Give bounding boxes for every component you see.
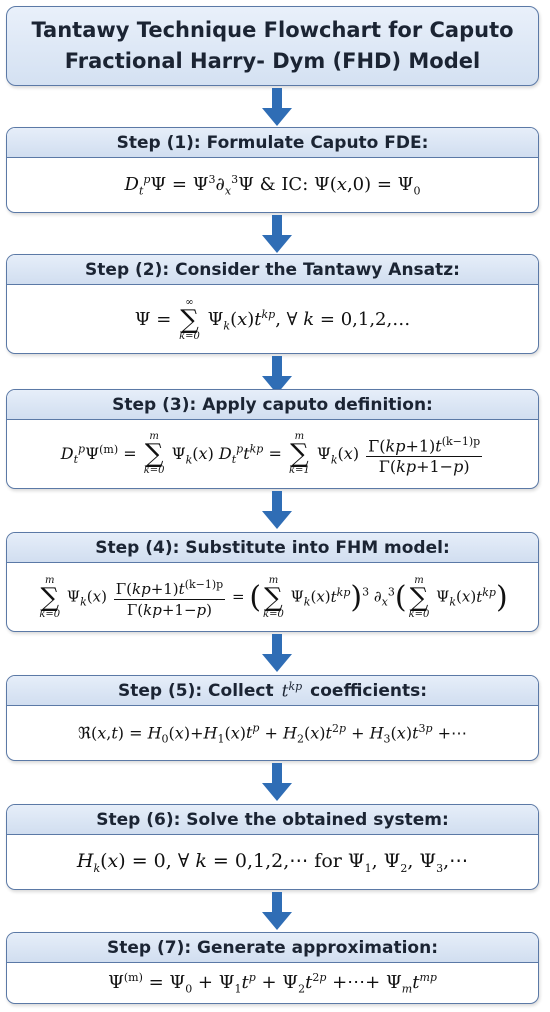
step-5-box: Step (5): Collect tkp coefficients: ℜ(x,… (6, 675, 539, 761)
arrow-down-icon (262, 356, 292, 394)
step-3-box: Step (3): Apply caputo definition: DtpΨ(… (6, 389, 539, 489)
arrow-down-icon (262, 763, 292, 801)
arrow-down-icon (262, 215, 292, 253)
step-6-equation: Hk(x) = 0, ∀ k = 0,1,2,⋯ for Ψ1, Ψ2, Ψ3,… (76, 850, 469, 875)
arrow-down-icon (262, 892, 292, 930)
step-2-header: Step (2): Consider the Tantawy Ansatz: (7, 255, 538, 285)
step-4-header: Step (4): Substitute into FHM model: (7, 533, 538, 563)
step-2-box: Step (2): Consider the Tantawy Ansatz: Ψ… (6, 254, 539, 354)
step-3-header: Step (3): Apply caputo definition: (7, 390, 538, 420)
title-line-1: Tantawy Technique Flowchart for Caputo (31, 18, 514, 42)
step-1-box: Step (1): Formulate Caputo FDE: DtpΨ = Ψ… (6, 127, 539, 213)
step-2-equation: Ψ = ∞∑k=0 Ψk(x)tkp, ∀ k = 0,1,2,… (134, 296, 411, 342)
step-7-equation: Ψ(m) = Ψ0 + Ψ1tp + Ψ2t2p +⋯+ Ψmtmp (108, 971, 437, 996)
step-1-header: Step (1): Formulate Caputo FDE: (7, 128, 538, 158)
step-7-box: Step (7): Generate approximation: Ψ(m) =… (6, 932, 539, 1004)
arrow-down-icon (262, 491, 292, 529)
step-5-equation: ℜ(x,t) = H0(x)+H1(x)tp + H2(x)t2p + H3(x… (77, 721, 468, 746)
step-6-box: Step (6): Solve the obtained system: Hk(… (6, 804, 539, 890)
step-3-equation: DtpΨ(m) = m∑k=0 Ψk(x) Dtptkp = m∑k=1 Ψk(… (60, 431, 483, 477)
step-5-header: Step (5): Collect tkp coefficients: (7, 676, 538, 706)
flowchart-title: Tantawy Technique Flowchart for Caputo F… (6, 6, 539, 86)
step-7-header: Step (7): Generate approximation: (7, 933, 538, 963)
arrow-down-icon (262, 634, 292, 672)
step-4-box: Step (4): Substitute into FHM model: m∑k… (6, 532, 539, 632)
step-1-equation: DtpΨ = Ψ3∂x3Ψ & IC: Ψ(x,0) = Ψ0 (124, 173, 421, 198)
step-5-header-pre: Step (5): Collect (117, 680, 274, 701)
step-5-header-post: coefficients: (310, 680, 427, 701)
step-6-header: Step (6): Solve the obtained system: (7, 805, 538, 835)
title-line-2: Fractional Harry- Dym (FHD) Model (64, 49, 481, 73)
arrow-down-icon (262, 88, 292, 126)
